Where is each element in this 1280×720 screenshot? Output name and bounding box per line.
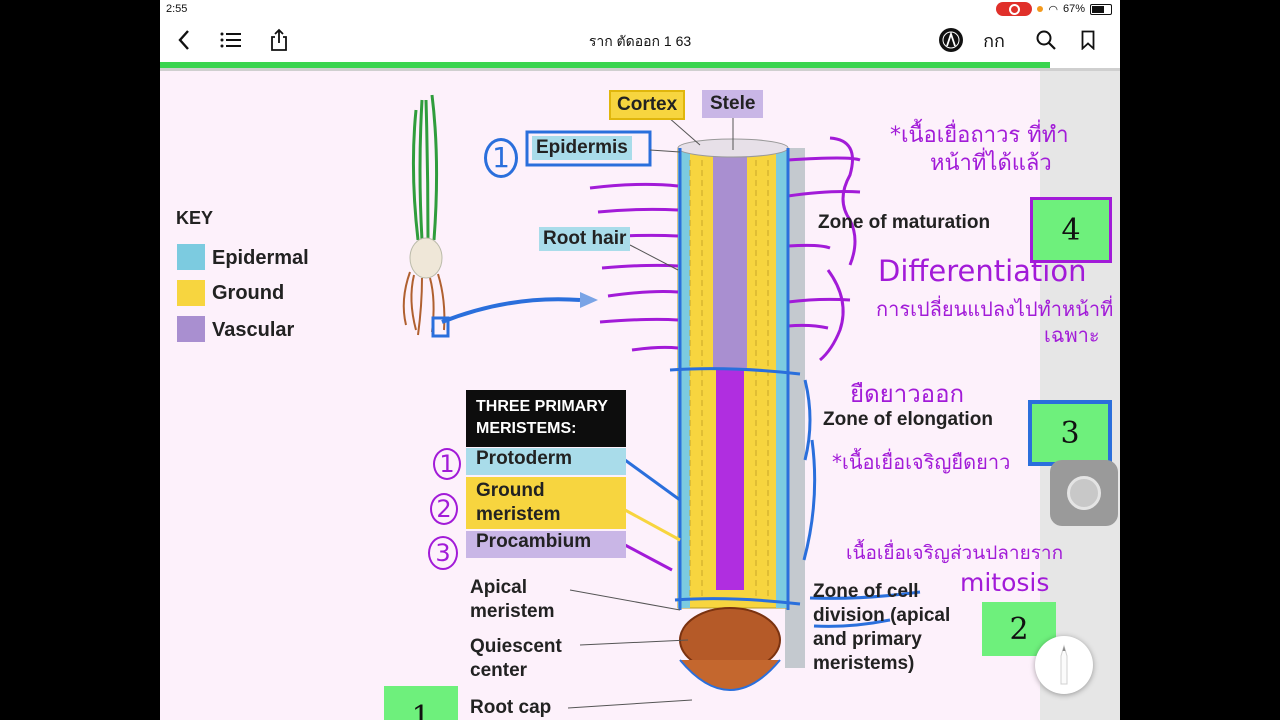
- root-diagram: [402, 94, 921, 709]
- number-box-1: 1: [384, 686, 458, 720]
- circle-number-procambium: 3: [428, 536, 458, 570]
- meristems-title-line1: THREE PRIMARY: [476, 398, 608, 415]
- zone-division-line1: Zone of cell: [813, 581, 919, 602]
- orange-dot-icon: [1037, 6, 1044, 12]
- zone-division-line4: meristems): [813, 653, 915, 674]
- nav-bar: ราก ตัดออก 1 63 กก: [160, 18, 1120, 62]
- zone-elongation-label: Zone of elongation: [823, 409, 993, 430]
- zone-maturation-label: Zone of maturation: [818, 212, 991, 233]
- plant-illustration: [402, 94, 446, 336]
- quiescent-line1: Quiescent: [470, 636, 562, 657]
- ground-meristem-box: Ground meristem: [466, 477, 626, 529]
- screen-record-indicator[interactable]: [996, 2, 1033, 16]
- pencil-icon: [1060, 644, 1068, 685]
- note2-line1: การเปลี่ยนแปลงไปทำหน้าที่: [876, 297, 1114, 321]
- note-mitosis: mitosis: [960, 568, 1050, 597]
- note1-line2: หน้าที่ได้แล้ว: [930, 151, 1052, 176]
- meristems-title-line2: MERISTEMS:: [476, 420, 577, 437]
- root-body: [677, 138, 789, 691]
- note-elongation-2: *เนื้อเยื่อเจริญยืดยาว: [832, 450, 1011, 474]
- back-button[interactable]: [170, 26, 198, 54]
- share-icon: [271, 28, 287, 51]
- note-elongation: ยืดยาวออก: [850, 380, 965, 408]
- root-hair-label: Root hair: [539, 227, 631, 251]
- root-cap-label: Root cap: [470, 697, 552, 718]
- protoderm-label: Protoderm: [466, 448, 626, 475]
- key-epidermal: Epidermal: [212, 247, 309, 269]
- zone-division-label: Zone of cell division (apical and primar…: [813, 580, 950, 676]
- zone-division-line2: division (apical: [813, 605, 951, 626]
- key-title: KEY: [176, 208, 214, 228]
- note-permanent-tissue: *เนื้อเยื่อถาวร ที่ทำ หน้าที่ได้แล้ว: [890, 122, 1069, 178]
- list-button[interactable]: [217, 26, 245, 54]
- search-icon: [1036, 30, 1056, 50]
- circle-number-protoderm: 1: [433, 448, 461, 480]
- pencil-circle-icon: [939, 28, 963, 52]
- ground-swatch: [177, 280, 205, 306]
- document-page[interactable]: [160, 71, 1120, 720]
- annotation-green-line: [160, 62, 1050, 68]
- font-size-button[interactable]: กก: [983, 30, 1005, 51]
- note2-line2: เฉพาะ: [1044, 323, 1100, 347]
- status-right: ◠ 67%: [996, 2, 1112, 16]
- status-bar: 2:55 ◠ 67%: [160, 0, 1120, 18]
- note-division: เนื้อเยื่อเจริญส่วนปลายราก: [846, 542, 1064, 564]
- note-differentiation-meaning: การเปลี่ยนแปลงไปทำหน้าที่ เฉพาะ: [876, 296, 1113, 348]
- meristems-title-box: THREE PRIMARY MERISTEMS:: [466, 390, 626, 447]
- epidermis-label: Epidermis: [532, 136, 632, 160]
- search-button[interactable]: [1032, 26, 1060, 54]
- quiescent-line2: center: [470, 660, 528, 681]
- page-divider: [160, 68, 1120, 71]
- ground-meristem-line2: meristem: [476, 504, 561, 525]
- vascular-swatch: [177, 316, 205, 342]
- circle-number-epidermis: 1: [484, 138, 518, 178]
- bookmark-button[interactable]: [1074, 26, 1102, 54]
- apical-meristem-label: Apical meristem: [470, 576, 555, 624]
- note1-line1: *เนื้อเยื่อถาวร ที่ทำ: [890, 123, 1069, 148]
- procambium-label: Procambium: [466, 531, 626, 558]
- quiescent-center-label: Quiescent center: [470, 635, 562, 683]
- list-icon: [220, 32, 241, 48]
- apical-line1: Apical: [470, 577, 528, 598]
- circle-number-ground: 2: [430, 493, 458, 525]
- bookmark-icon: [1081, 30, 1095, 50]
- status-time: 2:55: [166, 3, 188, 15]
- battery-percent: 67%: [1062, 3, 1085, 15]
- number-box-3: 3: [1028, 400, 1112, 466]
- cortex-label: Cortex: [609, 90, 686, 120]
- chevron-left-icon: [178, 30, 189, 50]
- markup-button[interactable]: [937, 26, 965, 54]
- wifi-icon: ◠: [1048, 3, 1058, 16]
- key-vascular: Vascular: [212, 319, 295, 341]
- number-box-4: 4: [1030, 197, 1112, 263]
- zone-division-line3: and primary: [813, 629, 922, 650]
- apical-line2: meristem: [470, 601, 555, 622]
- epidermal-swatch: [177, 244, 205, 270]
- key-ground: Ground: [212, 282, 285, 304]
- stele-label: Stele: [702, 90, 764, 118]
- ipad-screen: 2:55 ◠ 67% ราก ตัดออก 1 63 กก: [160, 0, 1120, 720]
- share-button[interactable]: [265, 26, 293, 54]
- pencil-tool-button[interactable]: [1035, 636, 1093, 694]
- document-title: ราก ตัดออก 1 63: [588, 33, 692, 49]
- number-box-2: 2: [982, 602, 1056, 656]
- ground-meristem-line1: Ground: [476, 480, 545, 501]
- assistive-touch-button[interactable]: [1050, 460, 1118, 526]
- battery-icon: [1090, 3, 1112, 15]
